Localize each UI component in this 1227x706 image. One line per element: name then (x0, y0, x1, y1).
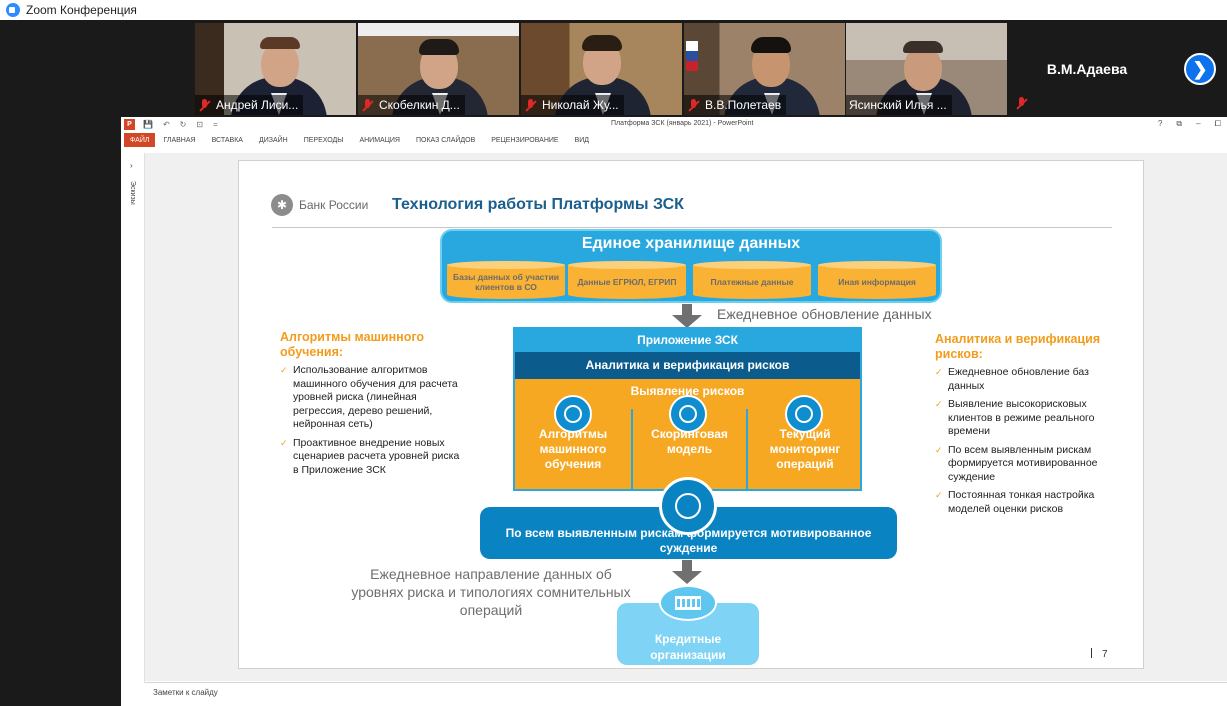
bank-building-icon (659, 585, 717, 621)
participant-tile-active[interactable]: Ясинский Илья ... (846, 23, 1007, 115)
database-cylinder: Платежные данные (693, 261, 811, 299)
tab-view[interactable]: ВИД (574, 136, 590, 144)
brain-icon (554, 395, 592, 433)
participant-name: Николай Жу... (521, 95, 624, 115)
list-item: Проактивное внедрение новых сценариев ра… (280, 437, 460, 478)
mic-muted-icon (1015, 97, 1028, 110)
participant-name: Андрей Лиси... (195, 95, 304, 115)
bank-name: Банк России (299, 198, 369, 212)
next-page-button[interactable]: ❯ (1184, 53, 1216, 85)
tab-review[interactable]: РЕЦЕНЗИРОВАНИЕ (491, 136, 559, 144)
daily-update-label: Ежедневное обновление данных (717, 306, 932, 322)
list-item: Выявление высокорисковых клиентов в режи… (935, 398, 1107, 439)
save-icon[interactable]: 💾 (143, 119, 153, 129)
participant-name: В.В.Полетаев (684, 95, 787, 115)
list-item: Постоянная тонкая настройка моделей оцен… (935, 489, 1107, 516)
chevron-right-icon: ❯ (1192, 58, 1208, 79)
participant-name-large: В.М.Адаева (1046, 61, 1128, 77)
bank-of-russia-emblem-icon: ✱ (271, 194, 293, 216)
left-heading: Алгоритмы машинного обучения: (280, 330, 425, 359)
app-title: Приложение ЗСК (515, 329, 860, 352)
tab-slideshow[interactable]: ПОКАЗ СЛАЙДОВ (415, 136, 476, 144)
tab-animations[interactable]: АНИМАЦИЯ (359, 136, 400, 144)
slide-canvas[interactable]: ✱ Банк России Технология работы Платформ… (238, 160, 1144, 669)
list-item: Ежедневное обновление баз данных (935, 366, 1107, 393)
participant-name: Ясинский Илья ... (846, 95, 952, 115)
right-heading: Аналитика и верификация рисков: (935, 332, 1101, 361)
participant-tile-no-video[interactable]: В.М.Адаева (1010, 23, 1170, 115)
arrow-down-icon (672, 560, 702, 584)
document-title: Платформа ЗСК (январь 2021) - PowerPoint (611, 120, 754, 127)
database-cylinder: Базы данных об участии клиентов в СО (447, 261, 565, 299)
arrow-down-icon (672, 304, 702, 328)
head-gear-icon (669, 395, 707, 433)
ribbon-tabs: ФАЙЛ ГЛАВНАЯ ВСТАВКА ДИЗАЙН ПЕРЕХОДЫ АНИ… (121, 131, 1227, 149)
zoom-logo-icon (6, 3, 20, 17)
analytics-bar: Аналитика и верификация рисков (515, 352, 860, 379)
mic-muted-icon (361, 98, 374, 112)
tab-transitions[interactable]: ПЕРЕХОДЫ (303, 136, 344, 144)
head-monitor-icon (785, 395, 823, 433)
participant-tile[interactable]: В.В.Полетаев (684, 23, 845, 115)
customize-toolbar-icon[interactable]: = (213, 119, 218, 129)
tab-design[interactable]: ДИЗАЙН (258, 136, 288, 144)
tab-home[interactable]: ГЛАВНАЯ (163, 136, 196, 144)
zsk-app-box: Приложение ЗСК Аналитика и верификация р… (513, 327, 862, 491)
expand-thumbnails-icon[interactable]: › (130, 161, 133, 170)
participant-name: Скобелкин Д... (358, 95, 465, 115)
slide-title: Технология работы Платформы ЗСК (392, 196, 684, 213)
unified-storage-box: Единое хранилище данных Базы данных об у… (440, 229, 942, 303)
database-cylinder: Данные ЕГРЮЛ, ЕГРИП (568, 261, 686, 299)
participant-tile[interactable]: Андрей Лиси... (195, 23, 356, 115)
participant-tile[interactable]: Николай Жу... (521, 23, 682, 115)
list-item: По всем выявленным рискам формируется мо… (935, 444, 1107, 485)
daily-direction-label: Ежедневное направление данных об уровнях… (351, 566, 631, 618)
window-titlebar: Zoom Конференция (0, 0, 1227, 20)
column-monitoring: Текущий мониторинг операций (769, 427, 841, 471)
help-button[interactable]: ? (1157, 119, 1163, 128)
mic-muted-icon (524, 98, 537, 112)
restore-button[interactable]: ⧠ (1214, 119, 1221, 128)
window-title: Zoom Конференция (26, 3, 137, 17)
mic-muted-icon (198, 98, 211, 112)
powerpoint-logo-icon: P (124, 118, 135, 130)
minimize-button[interactable]: – (1196, 119, 1201, 128)
column-scoring: Скоринговая модель (651, 427, 728, 456)
storage-title: Единое хранилище данных (581, 235, 801, 252)
right-bullet-list: Ежедневное обновление баз данных Выявлен… (935, 366, 1107, 521)
tab-file[interactable]: ФАЙЛ (124, 133, 156, 147)
slide-number: 7 (1091, 648, 1108, 660)
thumbnails-panel[interactable]: › Эскизы (121, 153, 145, 683)
undo-icon[interactable]: ↶ (162, 119, 170, 129)
window-controls: ? ⧉ – ⧠ (1158, 119, 1221, 129)
quick-access-toolbar: 💾 ↶ ↻ ⊡ = (143, 120, 218, 129)
left-bullet-list: Использование алгоритмов машинного обуче… (280, 364, 460, 482)
start-slideshow-icon[interactable]: ⊡ (196, 119, 204, 129)
redo-icon[interactable]: ↻ (179, 119, 187, 129)
tab-insert[interactable]: ВСТАВКА (211, 136, 243, 144)
person-analysis-icon (659, 477, 717, 535)
thumbnails-label: Эскизы (129, 181, 136, 205)
column-ml: Алгоритмы машинного обучения (538, 427, 608, 471)
ribbon-display-options-icon[interactable]: ⧉ (1176, 119, 1183, 128)
mic-muted-icon (687, 98, 700, 112)
detection-bar: Выявление рисков (630, 384, 745, 398)
list-item: Использование алгоритмов машинного обуче… (280, 364, 460, 432)
database-cylinder: Иная информация (818, 261, 936, 299)
slide-notes-field[interactable]: Заметки к слайду (145, 682, 1227, 706)
title-divider (272, 227, 1112, 228)
credit-orgs-box: Кредитные организации (617, 603, 759, 665)
participant-tile[interactable]: Скобелкин Д... (358, 23, 519, 115)
ppt-titlebar: P 💾 ↶ ↻ ⊡ = Платформа ЗСК (январь 2021) … (121, 117, 1227, 131)
